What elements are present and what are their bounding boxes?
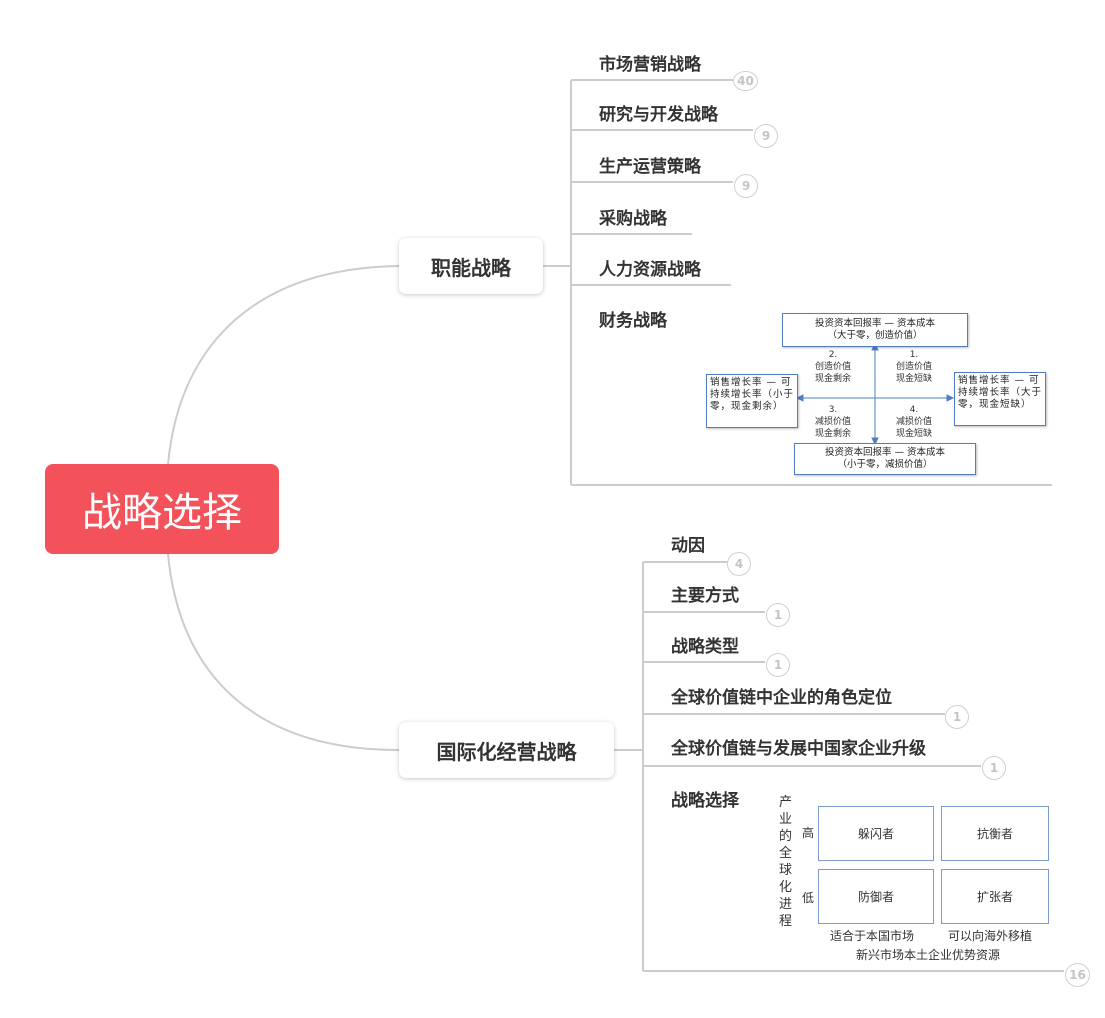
- count-badge[interactable]: 1: [766, 603, 790, 627]
- q4-value: 减损价值: [895, 417, 932, 427]
- q1-cash: 现金短缺: [895, 374, 932, 384]
- root-topic[interactable]: 战略选择: [45, 464, 279, 554]
- cell-contender: 抗衡者: [941, 806, 1049, 861]
- topic-hr-strategy[interactable]: 人力资源战略: [599, 260, 701, 280]
- bottom-box-line-1: 投资资本回报率 — 资本成本: [824, 447, 946, 458]
- cell-defender: 防御者: [818, 869, 934, 924]
- topic-production-strategy[interactable]: 生产运营策略: [599, 157, 701, 177]
- topic-international-strategy[interactable]: 国际化经营战略: [399, 722, 614, 778]
- topic-marketing-strategy[interactable]: 市场营销战略: [599, 55, 701, 75]
- finance-strategy-matrix: 投资资本回报率 — 资本成本 （大于零，创造价值） 投资资本回报率 — 资本成本…: [704, 313, 1048, 475]
- quadrant-2: 2. 创造价值 现金剩余: [808, 349, 858, 385]
- y-low-label: 低: [802, 891, 815, 905]
- q4-cash: 现金短缺: [895, 429, 932, 439]
- x-axis-label: 新兴市场本土企业优势资源: [856, 948, 1001, 962]
- global-strategy-matrix: 产业的全球化进程 高 低 躲闪者 抗衡者 防御者 扩张者 适合于本国市场 可以向…: [776, 792, 1056, 968]
- cell-extender: 扩张者: [941, 869, 1049, 924]
- finance-bottom-box: 投资资本回报率 — 资本成本 （小于零，减损价值）: [794, 443, 976, 475]
- q2-number: 2.: [828, 350, 838, 360]
- x-right-label: 可以向海外移植: [948, 929, 1033, 943]
- count-badge[interactable]: 9: [734, 174, 758, 198]
- q3-value: 减损价值: [814, 417, 851, 427]
- topic-gvc-role[interactable]: 全球价值链中企业的角色定位: [671, 688, 892, 708]
- topic-functional-strategy[interactable]: 职能战略: [399, 238, 543, 294]
- top-box-line-1: 投资资本回报率 — 资本成本: [814, 318, 936, 329]
- count-badge-international[interactable]: 16: [1065, 963, 1090, 987]
- q3-cash: 现金剩余: [814, 429, 851, 439]
- topic-rd-strategy[interactable]: 研究与开发战略: [599, 105, 718, 125]
- count-badge[interactable]: 40: [733, 71, 758, 91]
- topic-procurement-strategy[interactable]: 采购战略: [599, 209, 667, 229]
- y-high-label: 高: [802, 826, 815, 840]
- quadrant-1: 1. 创造价值 现金短缺: [889, 349, 939, 385]
- topic-motivation[interactable]: 动因: [671, 536, 705, 556]
- quadrant-4: 4. 减损价值 现金短缺: [889, 404, 939, 440]
- topic-strategy-types[interactable]: 战略类型: [671, 637, 739, 657]
- count-badge[interactable]: 9: [754, 124, 778, 148]
- q1-value: 创造价值: [895, 362, 932, 372]
- cell-dodger: 躲闪者: [818, 806, 934, 861]
- quadrant-3: 3. 减损价值 现金剩余: [808, 404, 858, 440]
- y-axis-label: 产业的全球化进程: [779, 795, 793, 929]
- topic-finance-strategy[interactable]: 财务战略: [599, 311, 667, 331]
- q2-cash: 现金剩余: [814, 374, 851, 384]
- q1-number: 1.: [909, 350, 919, 360]
- bottom-box-line-2: （小于零，减损价值）: [837, 459, 933, 470]
- x-left-label: 适合于本国市场: [830, 929, 915, 943]
- topic-strategy-choice[interactable]: 战略选择: [671, 791, 739, 811]
- count-badge[interactable]: 1: [982, 756, 1006, 780]
- matrix-axes: [795, 342, 955, 446]
- q3-number: 3.: [828, 405, 838, 415]
- count-badge[interactable]: 1: [945, 705, 969, 729]
- finance-right-box: 销售增长率 — 可持续增长率（大于零，现金短缺）: [954, 372, 1046, 426]
- count-badge[interactable]: 1: [766, 653, 790, 677]
- q4-number: 4.: [909, 405, 919, 415]
- topic-main-methods[interactable]: 主要方式: [671, 586, 739, 606]
- root-to-functional-connector: [167, 265, 400, 465]
- topic-gvc-upgrade[interactable]: 全球价值链与发展中国家企业升级: [671, 739, 926, 759]
- finance-left-box: 销售增长率 — 可持续增长率（小于零，现金剩余）: [706, 374, 798, 428]
- top-box-line-2: （大于零，创造价值）: [827, 330, 923, 341]
- finance-top-box: 投资资本回报率 — 资本成本 （大于零，创造价值）: [782, 313, 968, 347]
- count-badge[interactable]: 4: [727, 552, 751, 576]
- root-to-international-connector: [167, 553, 400, 751]
- q2-value: 创造价值: [814, 362, 851, 372]
